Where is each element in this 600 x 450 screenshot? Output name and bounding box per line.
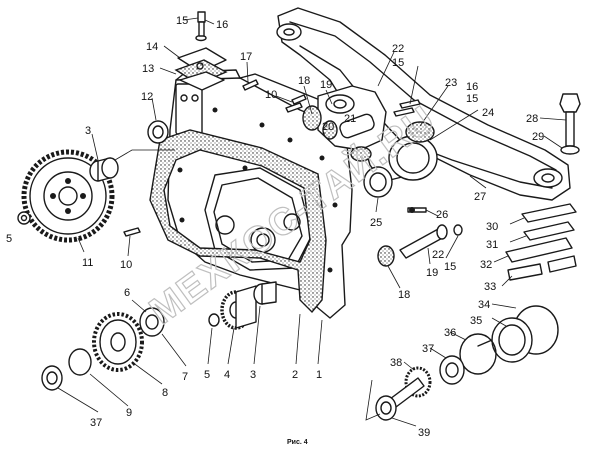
callout-32: 32	[480, 259, 492, 271]
pump-body	[302, 85, 387, 162]
callout-39: 39	[418, 427, 430, 439]
callout-34: 34	[478, 299, 490, 311]
callout-2: 2	[292, 369, 298, 381]
callout-20: 20	[322, 121, 334, 133]
callout-24: 24	[482, 107, 494, 119]
callout-10: 10	[120, 259, 132, 271]
callout-1: 1	[316, 369, 322, 381]
callout-18: 18	[298, 75, 310, 87]
callout-36: 36	[444, 327, 456, 339]
seal-ring	[147, 120, 169, 144]
bushing	[89, 157, 119, 182]
callout-14: 14	[146, 41, 158, 53]
callout-11: 11	[82, 257, 93, 269]
callout-25: 25	[370, 217, 382, 229]
callout-26: 26	[436, 209, 448, 221]
callout-19: 19	[426, 267, 438, 279]
callout-4: 4	[224, 369, 230, 381]
callout-38: 38	[390, 357, 402, 369]
callout-29: 29	[532, 131, 544, 143]
callout-19: 19	[320, 79, 332, 91]
callout-15: 15	[176, 15, 188, 27]
callout-17: 17	[240, 51, 252, 63]
callout-10: 10	[265, 89, 277, 101]
callout-3: 3	[85, 125, 91, 137]
callout-18: 18	[398, 289, 410, 301]
right-lower-parts	[363, 93, 581, 421]
callout-8: 8	[162, 387, 168, 399]
callout-15: 15	[466, 93, 478, 105]
leader-lines	[57, 17, 567, 427]
callout-6: 6	[124, 287, 130, 299]
callout-22: 22	[392, 43, 404, 55]
callout-5: 5	[204, 369, 210, 381]
callout-37: 37	[422, 343, 434, 355]
callout-22: 22	[432, 249, 444, 261]
callout-9: 9	[126, 407, 132, 419]
support-bracket	[276, 7, 571, 201]
gasket	[149, 129, 327, 314]
callout-30: 30	[486, 221, 498, 233]
callout-3: 3	[250, 369, 256, 381]
callout-23: 23	[445, 77, 457, 89]
callout-15: 15	[392, 57, 404, 69]
callout-7: 7	[182, 371, 188, 383]
figure-caption: Рис. 4	[287, 439, 308, 446]
top-cover-assembly	[174, 11, 228, 91]
callout-31: 31	[486, 239, 498, 251]
callout-35: 35	[470, 315, 482, 327]
callout-16: 16	[216, 19, 228, 31]
washer	[17, 211, 31, 225]
callout-5: 5	[6, 233, 12, 245]
callout-28: 28	[526, 113, 538, 125]
callout-33: 33	[484, 281, 496, 293]
callout-12: 12	[141, 91, 153, 103]
callout-27: 27	[474, 191, 486, 203]
callout-16: 16	[466, 81, 478, 93]
callout-13: 13	[142, 63, 154, 75]
callout-labels: 15 16 14 13 17 12 10 18 19 21 20 22 15 2…	[6, 15, 544, 439]
callout-21: 21	[344, 113, 356, 125]
studs	[123, 79, 421, 237]
callout-15: 15	[444, 261, 456, 273]
callout-37: 37	[90, 417, 102, 429]
lower-gears	[41, 281, 277, 391]
